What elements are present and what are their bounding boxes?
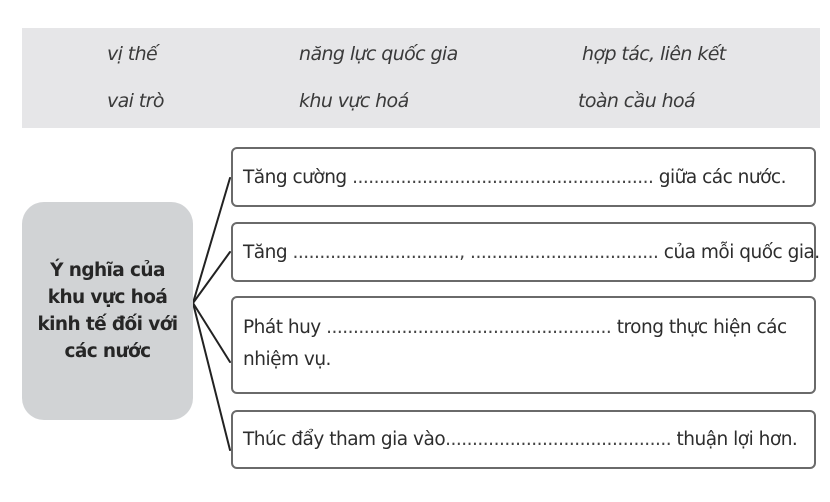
center-topic-text: Ý nghĩa của khu vực hoá kinh tế đối với …	[33, 257, 181, 365]
word-khu-vuc-hoa: khu vực hoá	[299, 90, 409, 112]
word-bank: vị thế năng lực quốc gia hợp tác, liên k…	[22, 28, 820, 128]
center-line-4: các nước	[64, 341, 151, 362]
center-topic-box: Ý nghĩa của khu vực hoá kinh tế đối với …	[22, 202, 193, 420]
item-4-prefix: Thúc đẩy tham gia vào	[243, 429, 446, 450]
center-line-1: Ý nghĩa của	[50, 260, 165, 281]
connector-line-3	[192, 302, 231, 363]
center-line-3: kinh tế đối với	[37, 314, 178, 335]
connector-line-1	[192, 177, 231, 304]
item-1-prefix: Tăng cường	[243, 166, 353, 188]
item-2-prefix: Tăng	[243, 241, 293, 263]
item-1-blank[interactable]: ........................................…	[352, 166, 654, 188]
item-3-prefix: Phát huy	[243, 317, 327, 338]
item-4-suffix: thuận lợi hơn.	[671, 429, 798, 450]
item-3-blank[interactable]: ........................................…	[326, 317, 612, 338]
item-1-suffix: giữa các nước.	[653, 166, 787, 188]
item-box-3: Phát huy ...............................…	[231, 296, 816, 394]
word-toan-cau-hoa: toàn cầu hoá	[578, 90, 696, 112]
item-2-blank[interactable]: ..............................., .......…	[292, 241, 659, 263]
center-line-2: khu vực hoá	[47, 287, 168, 308]
connector-line-2	[192, 251, 231, 304]
item-box-2: Tăng ..............................., ..…	[231, 222, 820, 282]
connector-line-4	[192, 302, 231, 451]
item-2-suffix: của mỗi quốc gia.	[658, 241, 820, 263]
word-vi-the: vị thế	[107, 43, 158, 65]
item-3-line2: nhiệm vụ.	[243, 349, 331, 370]
item-box-4: Thúc đẩy tham gia vào...................…	[231, 410, 816, 469]
item-3-suffix: trong thực hiện các	[611, 317, 787, 338]
word-vai-tro: vai trò	[107, 90, 165, 112]
word-hop-tac-lien-ket: hợp tác, liên kết	[582, 43, 726, 65]
item-4-blank[interactable]: ........................................…	[445, 429, 672, 450]
word-nang-luc-quoc-gia: năng lực quốc gia	[299, 43, 458, 65]
item-box-1: Tăng cường .............................…	[231, 147, 816, 207]
